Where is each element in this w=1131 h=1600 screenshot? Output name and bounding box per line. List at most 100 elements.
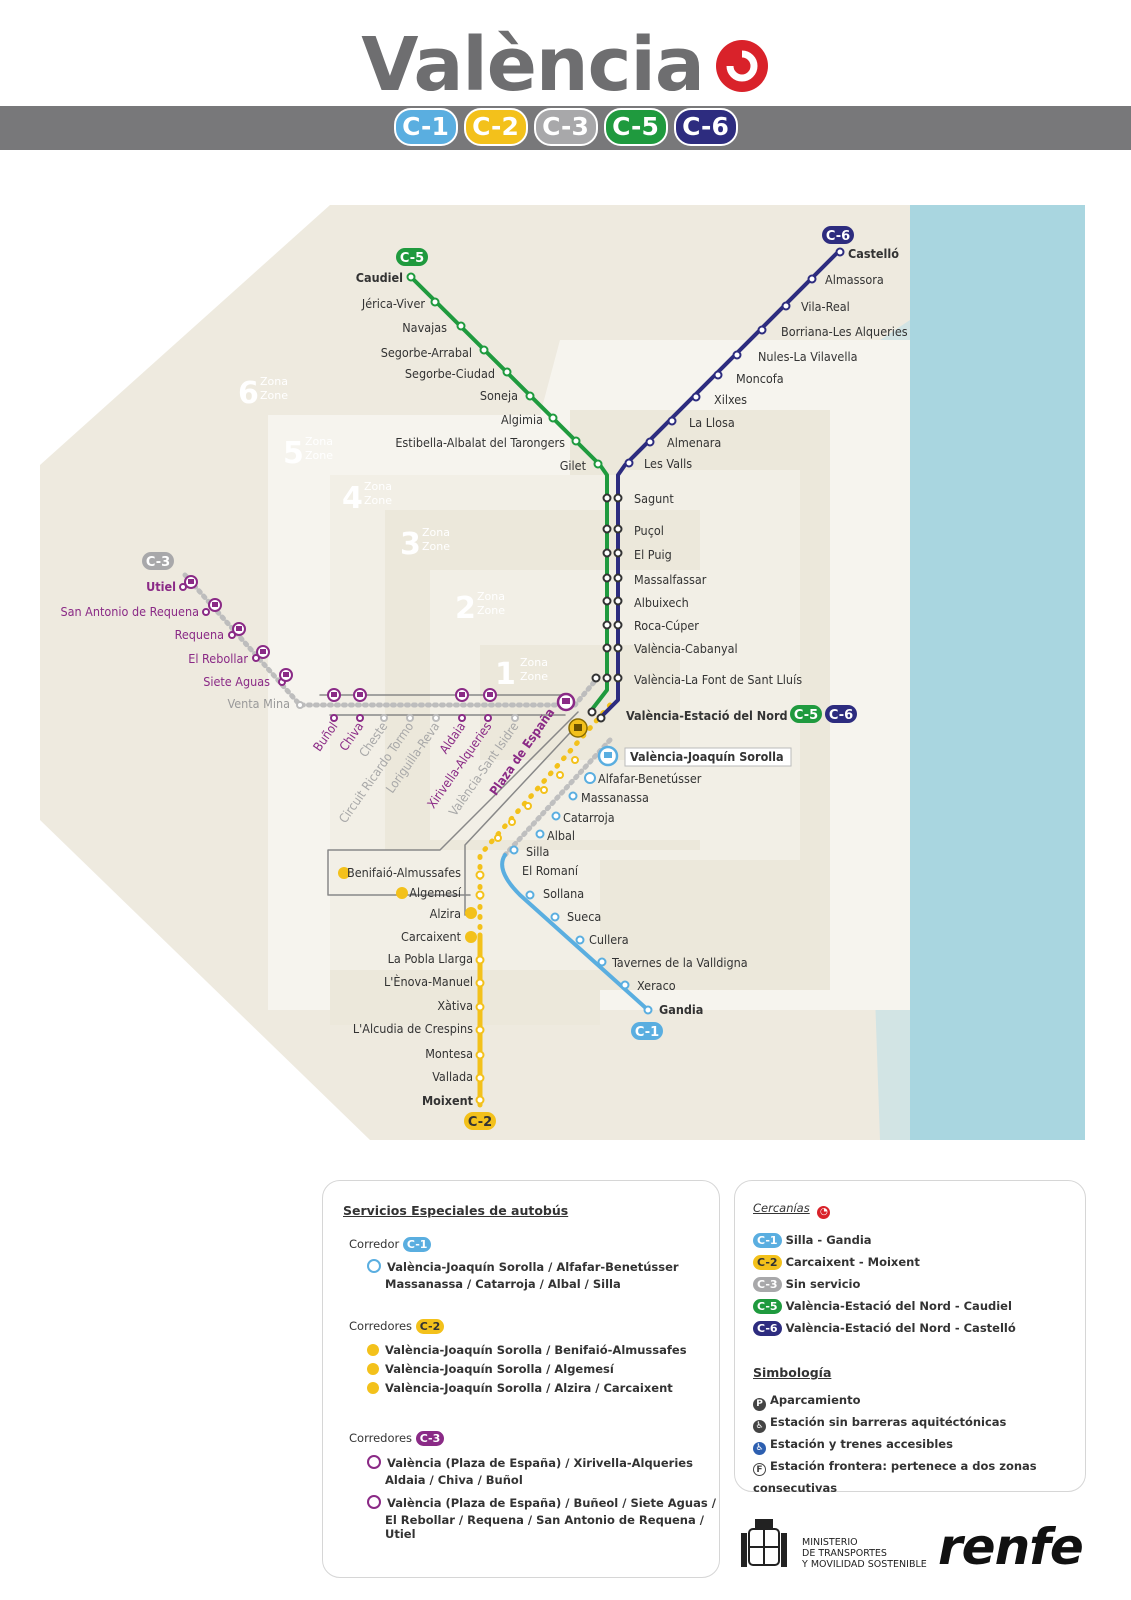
bus-c1-list: València-Joaquín Sorolla / Alfafar-Benet… bbox=[367, 1259, 679, 1291]
bus-c1-icon bbox=[367, 1259, 381, 1273]
c5-station-labels: Caudiel Jérica-Viver Navajas Segorbe-Arr… bbox=[356, 270, 587, 473]
cercanias-small-logo-icon: ◔ bbox=[817, 1206, 831, 1219]
station-la-llosa: La Llosa bbox=[689, 415, 735, 430]
symbol-parking-text: Aparcamiento bbox=[770, 1393, 861, 1407]
station-estibella: Estibella-Albalat del Tarongers bbox=[395, 435, 565, 450]
c3-bus-icon bbox=[208, 598, 222, 612]
lines-list: C-1 Silla - Gandia C-2 Carcaixent - Moix… bbox=[753, 1229, 1016, 1339]
cercanias-title: Cercanías bbox=[753, 1201, 810, 1215]
station-albal: Albal bbox=[547, 828, 575, 843]
renfe-logo: renfe bbox=[938, 1518, 1084, 1576]
zone-1-num: 1 bbox=[495, 657, 516, 692]
symbol-border-text: Estación frontera: pertenece a dos zonas… bbox=[753, 1459, 1037, 1495]
station-carcaixent: Carcaixent bbox=[401, 929, 462, 944]
bus-c2-icon bbox=[367, 1344, 379, 1356]
sea-area bbox=[910, 205, 1085, 1140]
station-les-valls: Les Valls bbox=[644, 456, 692, 471]
symbols-list: P Aparcamiento ♿ Estación sin barreras a… bbox=[753, 1389, 1085, 1499]
station-alcudia: L'Alcudia de Crespins bbox=[353, 1021, 473, 1036]
station-siete-aguas: Siete Aguas bbox=[203, 674, 270, 689]
station-castello: Castelló bbox=[848, 246, 899, 261]
legend-c2-badge: C-2 bbox=[753, 1255, 782, 1270]
station-gilet: Gilet bbox=[560, 458, 587, 473]
bus-c2-line-2: València-Joaquín Sorolla / Alzira / Carc… bbox=[385, 1381, 673, 1395]
c3-station-labels: Utiel San Antonio de Requena Requena El … bbox=[60, 579, 290, 711]
zone-6-lbl-en: Zone bbox=[260, 389, 288, 402]
station-requena: Requena bbox=[175, 627, 224, 642]
bus-c3-icon bbox=[367, 1495, 381, 1509]
bus-c2-line-0: València-Joaquín Sorolla / Benifaió-Almu… bbox=[385, 1343, 687, 1357]
station-algimia: Algimia bbox=[501, 412, 543, 427]
zone-3-lbl-en: Zone bbox=[422, 540, 450, 553]
station-el-romani: El Romaní bbox=[522, 863, 579, 878]
title-text: València bbox=[361, 22, 705, 108]
legend-c1-text: Silla - Gandia bbox=[785, 1233, 872, 1247]
c2-line bbox=[477, 702, 613, 1108]
tag-nord-c6: C-6 bbox=[829, 708, 853, 723]
legend-c3-badge: C-3 bbox=[753, 1277, 782, 1292]
c2-bus-icon bbox=[465, 931, 477, 943]
station-san-antonio: San Antonio de Requena bbox=[60, 604, 199, 619]
c5-line bbox=[409, 275, 609, 714]
zone-1-band bbox=[480, 645, 680, 760]
zone-4-lbl: Zona bbox=[364, 480, 392, 493]
station-moncofa: Moncofa bbox=[736, 371, 784, 386]
tag-c2: C-2 bbox=[468, 1115, 492, 1130]
bus-services-title: Servicios Especiales de autobús bbox=[343, 1203, 569, 1218]
pill-c6: C-6 bbox=[673, 108, 738, 146]
c2-bus-icon bbox=[396, 887, 408, 899]
symbology-title: Simbología bbox=[753, 1365, 832, 1380]
symbol-trains-text: Estación y trenes accesibles bbox=[770, 1437, 953, 1451]
lines-legend-panel: Cercanías ◔ C-1 Silla - Gandia C-2 Carca… bbox=[734, 1180, 1086, 1495]
zone-labels: 1 Zona Zone 2 Zona Zone 3 Zona Zone 4 Zo… bbox=[238, 375, 548, 692]
station-pobla-llarga: La Pobla Llarga bbox=[388, 951, 473, 966]
bus-c2-line-1: València-Joaquín Sorolla / Algemesí bbox=[385, 1362, 614, 1376]
bus-c1-line-1: Massanassa / Catarroja / Albal / Silla bbox=[385, 1277, 621, 1291]
bus-c3-line-1: Aldaia / Chiva / Buñol bbox=[385, 1473, 523, 1487]
c1-line-dotted bbox=[502, 737, 613, 858]
legend-c5-text: València-Estació del Nord - Caudiel bbox=[785, 1299, 1012, 1313]
station-sagunt: Sagunt bbox=[634, 491, 674, 506]
c3-bus-icon bbox=[353, 688, 367, 702]
station-soneja: Soneja bbox=[480, 388, 518, 403]
station-xeraco: Xeraco bbox=[637, 978, 676, 993]
bus-c3-line-3: El Rebollar / Requena / San Antonio de R… bbox=[385, 1513, 704, 1541]
ministry-line-2: Y MOVILIDAD SOSTENIBLE bbox=[802, 1559, 927, 1570]
bus-c3-line-0: València (Plaza de España) / Xirivella-A… bbox=[387, 1456, 693, 1470]
station-silla: Silla bbox=[526, 844, 549, 859]
legend-c3-text: Sin servicio bbox=[785, 1277, 861, 1291]
page-title: València bbox=[0, 22, 1131, 112]
bus-c2-icon bbox=[367, 1382, 379, 1394]
c2-bus-icon bbox=[465, 907, 477, 919]
station-borriana: Borriana-Les Alqueries bbox=[781, 324, 908, 339]
station-font-sant-lluis: València-La Font de Sant Lluís bbox=[634, 672, 802, 687]
bus-c3-line-2: València (Plaza de España) / Buñeol / Si… bbox=[387, 1496, 716, 1510]
station-alfafar: Alfafar-Benetússer bbox=[598, 771, 702, 786]
station-albuixech: Albuixech bbox=[634, 595, 689, 610]
station-dots bbox=[179, 247, 845, 1105]
station-massanassa: Massanassa bbox=[581, 790, 649, 805]
zone-5-num: 5 bbox=[283, 436, 304, 471]
station-roca-cuper: Roca-Cúper bbox=[634, 618, 699, 633]
legend-c6-badge: C-6 bbox=[753, 1321, 782, 1336]
bus-c3-icon bbox=[367, 1455, 381, 1469]
station-nules: Nules-La Vilavella bbox=[758, 349, 858, 364]
zone-5-lbl: Zona bbox=[305, 435, 333, 448]
c2-bus-route-a bbox=[327, 711, 579, 896]
cercanias-header: Cercanías ◔ bbox=[753, 1201, 831, 1219]
bus-c1-badge: C-1 bbox=[402, 1237, 432, 1252]
legend-c2-text: Carcaixent - Moixent bbox=[785, 1255, 920, 1269]
accessible-trains-icon: ♿ bbox=[753, 1442, 766, 1455]
bus-c3-badge: C-3 bbox=[415, 1431, 445, 1446]
station-estacio-nord: València-Estació del Nord bbox=[626, 708, 788, 723]
station-benifaio: Benifaió-Almussafes bbox=[347, 865, 461, 880]
zone-1-lbl: Zona bbox=[520, 656, 548, 669]
plaza-espana-bus-icon bbox=[556, 692, 576, 712]
zone-6-num: 6 bbox=[238, 376, 259, 411]
bus-c2-icon bbox=[367, 1363, 379, 1375]
station-sueca: Sueca bbox=[567, 909, 601, 924]
station-venta-mina: Venta Mina bbox=[228, 696, 291, 711]
accessible-station-icon: ♿ bbox=[753, 1420, 766, 1433]
c6-station-labels: Castelló Almassora Vila-Real Borriana-Le… bbox=[644, 246, 908, 471]
